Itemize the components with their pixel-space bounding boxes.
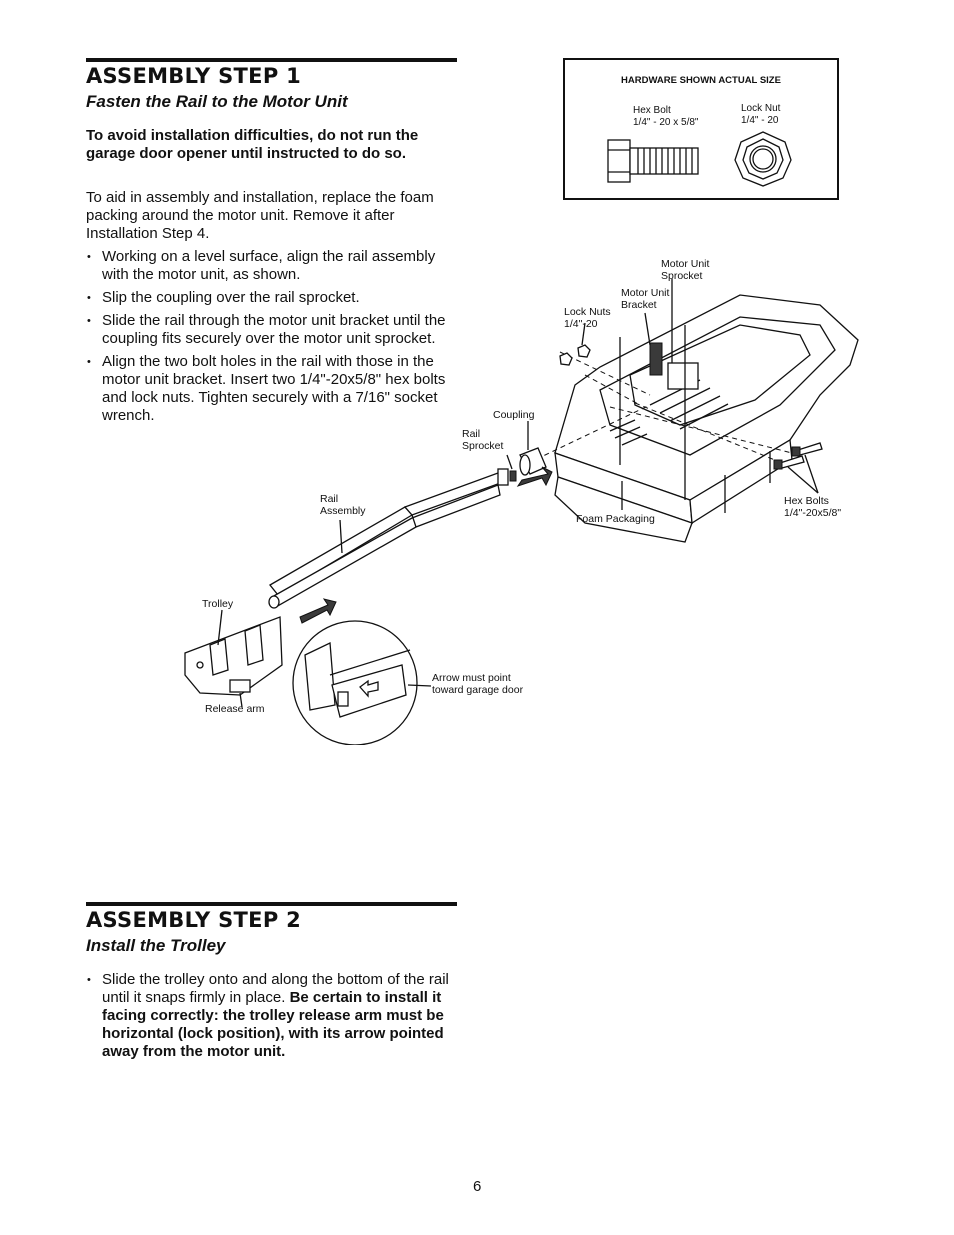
list-item: Working on a level surface, align the ra…: [86, 248, 458, 284]
lock-nut-icon: [734, 131, 792, 187]
list-item: Slide the trolley onto and along the bot…: [86, 971, 458, 1061]
step2-bullet-list: Slide the trolley onto and along the bot…: [86, 971, 458, 1066]
lock-nuts-shape: [559, 344, 591, 366]
list-item: Slip the coupling over the rail sprocket…: [86, 289, 458, 307]
label-trolley: Trolley: [202, 598, 234, 610]
label-motor-unit-sprocket: Motor Unit Sprocket: [661, 258, 710, 282]
step1-title: ASSEMBLY STEP 1: [86, 64, 302, 88]
step1-subtitle: Fasten the Rail to the Motor Unit: [86, 92, 348, 111]
label-foam-packaging: Foam Packaging: [576, 513, 655, 525]
rail-assembly-shape: [268, 468, 517, 609]
step1-warning: To avoid installation difficulties, do n…: [86, 127, 419, 162]
label-hex-bolts: Hex Bolts 1/4"-20x5/8": [784, 495, 842, 519]
step1-bullet-list: Working on a level surface, align the ra…: [86, 248, 458, 430]
step1-intro: To aid in assembly and installation, rep…: [86, 189, 434, 242]
label-release-arm: Release arm: [205, 703, 265, 715]
lock-nut-label: Lock Nut 1/4" - 20: [741, 103, 781, 126]
hex-bolt-icon: [607, 139, 699, 183]
page-number: 6: [473, 1178, 482, 1195]
label-lock-nuts: Lock Nuts 1/4"-20: [564, 306, 611, 330]
label-arrow-note: Arrow must point toward garage door: [432, 672, 524, 696]
foam-packaging-shape: [554, 294, 859, 543]
label-rail-sprocket: Rail Sprocket: [462, 428, 504, 452]
trolley-shape: [184, 616, 283, 696]
release-arm-detail: [292, 620, 418, 745]
step2-subtitle: Install the Trolley: [86, 936, 226, 955]
step2-title: ASSEMBLY STEP 2: [86, 908, 302, 932]
label-coupling: Coupling: [493, 409, 535, 421]
label-rail-assembly: Rail Assembly: [320, 493, 366, 517]
coupling-shape: [519, 447, 547, 476]
list-item: Align the two bolt holes in the rail wit…: [86, 353, 458, 425]
step2-rule: [86, 902, 457, 906]
hex-bolts-shape: [773, 442, 823, 470]
label-motor-unit-bracket: Motor Unit Bracket: [621, 287, 670, 311]
list-item: Slide the rail through the motor unit br…: [86, 312, 458, 348]
step1-rule: [86, 58, 457, 62]
hardware-title: HARDWARE SHOWN ACTUAL SIZE: [621, 75, 781, 86]
hardware-box: HARDWARE SHOWN ACTUAL SIZE Hex Bolt 1/4"…: [563, 58, 839, 200]
rail-motor-assembly-illustration: [184, 279, 859, 745]
hex-bolt-label: Hex Bolt 1/4" - 20 x 5/8": [633, 105, 699, 128]
